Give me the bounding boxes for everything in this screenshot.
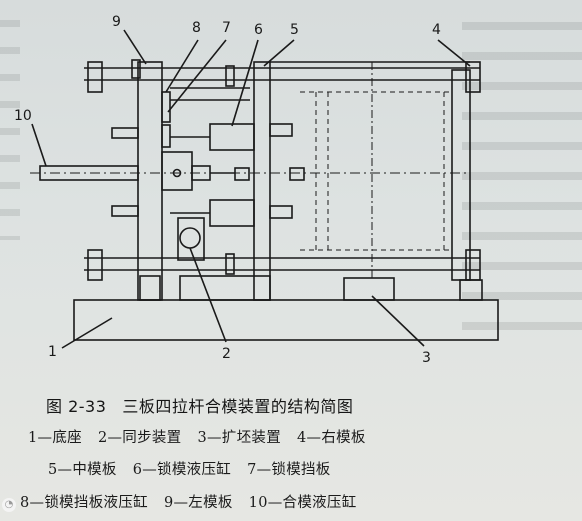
callout-5: 5 <box>290 22 299 38</box>
nozzle <box>289 167 305 181</box>
pin <box>172 168 182 178</box>
left-platen-nut <box>87 249 103 281</box>
rod-end <box>269 123 293 137</box>
locking-plate <box>161 91 171 123</box>
support-block <box>139 275 161 301</box>
callout-4: 4 <box>432 22 441 38</box>
middle-platen <box>253 61 271 301</box>
leader-5 <box>263 39 295 67</box>
clamp-cylinder-6 <box>209 123 255 151</box>
legend-item: 6—锁模液压缸 <box>132 462 232 478</box>
left-platen <box>137 61 163 301</box>
rod-end <box>269 205 293 219</box>
legend-item: 2—同步装置 <box>97 430 182 446</box>
leader-8 <box>165 39 199 93</box>
leader-4 <box>437 39 471 67</box>
sync-housing <box>177 217 205 261</box>
legend-row: 1—底座 2—同步装置 3—扩坯装置 4—右模板 <box>28 426 382 447</box>
watermark-logo: ◔ <box>2 498 16 512</box>
show-through-text-left <box>0 0 20 240</box>
support-block <box>459 279 483 301</box>
figure-caption: 图 2-33 三板四拉杆合模装置的结构简图 <box>46 393 353 417</box>
legend-item: 3—扩坯装置 <box>197 430 281 446</box>
locking-plate <box>161 124 171 148</box>
figure-number: 图 2-33 <box>46 397 107 416</box>
legend-item: 8—锁模挡板液压缸 <box>20 495 148 511</box>
callout-6: 6 <box>254 22 263 38</box>
callout-9: 9 <box>112 14 121 30</box>
callout-2: 2 <box>222 346 231 362</box>
right-platen-nut <box>465 249 481 281</box>
legend-item: 4—右模板 <box>297 430 366 446</box>
legend-item: 1—底座 <box>28 430 82 446</box>
ejector-block <box>343 277 395 301</box>
legend-row: 8—锁模挡板液压缸 9—左模板 10—合模液压缸 <box>20 491 373 512</box>
clamp-block <box>161 151 193 191</box>
leader-1 <box>61 317 113 349</box>
left-platen-nut <box>87 61 103 93</box>
platen-cap <box>225 253 235 275</box>
right-platen <box>451 69 471 281</box>
figure-title: 三板四拉杆合模装置的结构简图 <box>122 397 354 416</box>
legend-row: 5—中模板 6—锁模液压缸 7—锁模挡板 <box>48 458 347 479</box>
leader-9 <box>123 29 147 65</box>
legend-item: 5—中模板 <box>48 462 117 478</box>
cylinder-rod <box>111 205 139 217</box>
leader-7 <box>167 39 227 113</box>
legend-item: 9—左模板 <box>163 495 233 511</box>
platen-cap <box>131 59 141 79</box>
platen-cap <box>225 65 235 87</box>
leader-6 <box>231 39 259 127</box>
leader-10 <box>31 123 47 167</box>
joint <box>234 167 250 181</box>
support-block <box>179 275 271 301</box>
leader-2 <box>189 247 227 343</box>
callout-10: 10 <box>14 108 32 124</box>
right-platen-nut <box>465 61 481 93</box>
callout-3: 3 <box>422 350 431 366</box>
legend-item: 7—锁模挡板 <box>247 462 331 478</box>
show-through-text <box>462 0 582 330</box>
callout-1: 1 <box>48 344 57 360</box>
sync-gear <box>179 227 201 249</box>
leader-3 <box>371 295 425 347</box>
callout-8: 8 <box>192 20 201 36</box>
legend-item: 10—合模液压缸 <box>248 495 357 511</box>
clamp-cylinder-6 <box>209 199 255 227</box>
cylinder-rod <box>111 127 139 139</box>
callout-7: 7 <box>222 20 231 36</box>
base-plate <box>73 299 499 341</box>
